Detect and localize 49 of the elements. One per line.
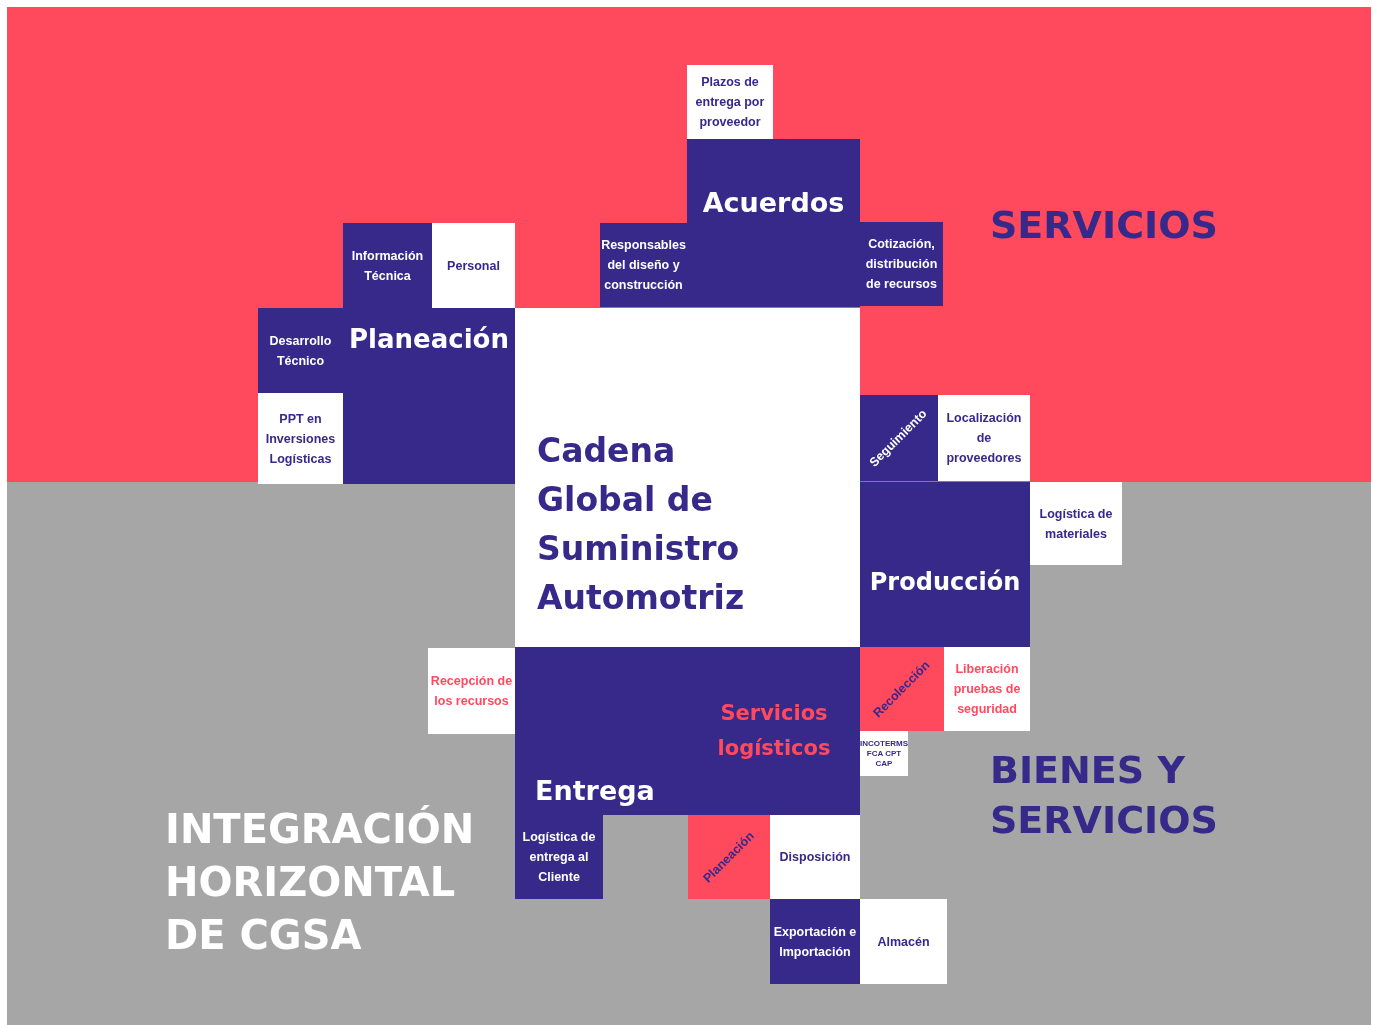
tile — [938, 395, 1030, 481]
tile — [770, 815, 860, 899]
tile — [515, 308, 860, 647]
tile — [343, 308, 515, 484]
tile — [860, 647, 944, 731]
tile-label: Disposición — [778, 849, 852, 866]
tile-label: Personal — [446, 257, 501, 275]
tile — [770, 899, 860, 984]
tile-label: INCOTERMS FCA CPT CAP — [860, 738, 908, 769]
tile-label: Responsables del diseño y construcción — [600, 237, 687, 294]
section-heading: SERVICIOS — [990, 202, 1219, 249]
tile-label: Desarrollo Técnico — [268, 332, 333, 370]
tile-label: Almacén — [876, 933, 931, 951]
tile — [428, 648, 515, 734]
tile — [258, 393, 343, 484]
tile — [258, 308, 343, 393]
tile — [688, 815, 770, 899]
tile — [600, 223, 687, 307]
tile — [860, 222, 943, 306]
tile-label: Cadena Global de Suministro Automotriz — [537, 430, 746, 619]
tile — [860, 731, 908, 776]
tile — [1030, 482, 1122, 565]
tile-label: Exportación e Importación — [772, 923, 858, 961]
section-heading: BIENES Y SERVICIOS — [990, 747, 1219, 845]
tile — [687, 139, 860, 307]
tile-label: Liberación pruebas de seguridad — [952, 661, 1022, 718]
tile-label: Producción — [869, 567, 1021, 597]
tile — [432, 223, 515, 308]
tile-label: Entrega — [535, 775, 655, 807]
tile — [515, 815, 603, 899]
tile-label: Acuerdos — [702, 187, 845, 219]
tile-label: Plazos de entrega por proveedor — [694, 74, 766, 131]
tile-label: Servicios logísticos — [716, 700, 832, 762]
section-heading: INTEGRACIÓN HORIZONTAL DE CGSA — [165, 804, 476, 960]
tile-label: PPT en Inversiones Logísticas — [264, 410, 337, 468]
tile — [688, 647, 860, 815]
tile-label: Información Técnica — [350, 247, 425, 285]
tile-label: Logística de materiales — [1038, 505, 1114, 543]
tile-label: Cotización, distribución de recursos — [864, 236, 939, 293]
tile-label: Recepción de los recursos — [429, 673, 514, 710]
tile-label: Localización de proveedores — [945, 410, 1023, 467]
tile-label: Logística de entrega al Cliente — [521, 829, 597, 886]
tile — [860, 899, 947, 984]
tile — [860, 482, 1030, 647]
tile-label: Planeación — [349, 323, 509, 355]
tile — [944, 647, 1030, 731]
tile — [860, 395, 938, 481]
tile — [687, 65, 773, 139]
tile — [343, 223, 432, 308]
